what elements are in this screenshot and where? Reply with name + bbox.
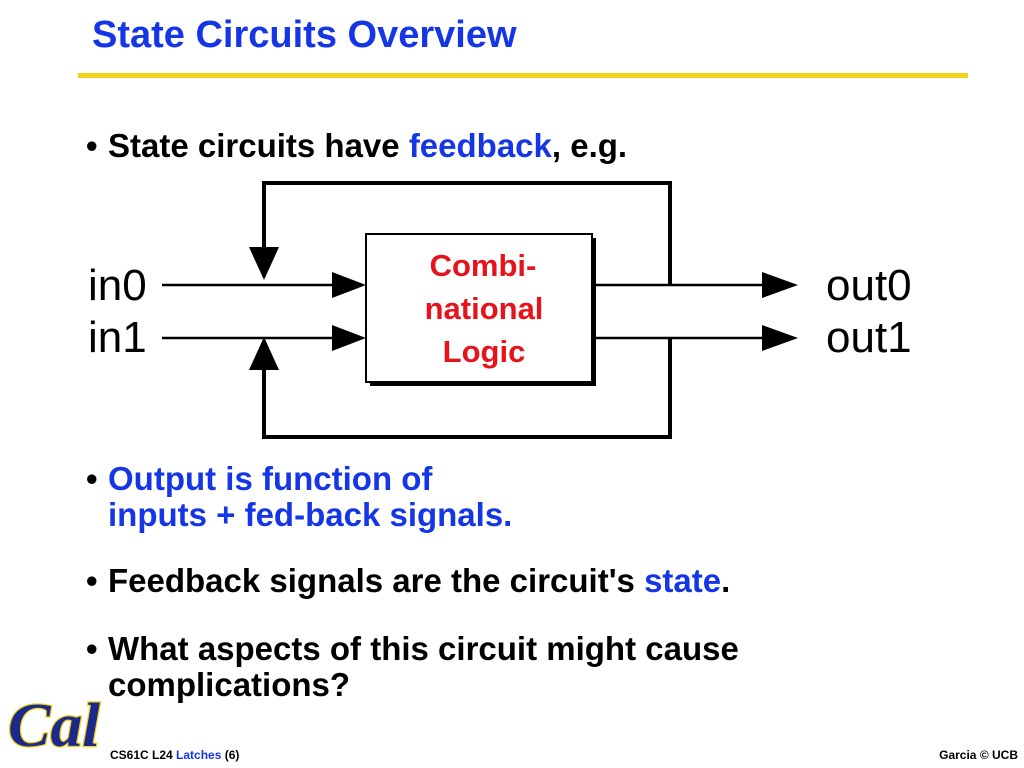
- keyword-feedback: feedback: [408, 127, 552, 164]
- input-arrow-in1-icon: [332, 325, 366, 351]
- title-underline: [78, 73, 968, 78]
- output-arrow-out0-icon: [762, 272, 798, 298]
- bullet-text-line-1: What aspects of this circuit might cause: [108, 630, 739, 667]
- output-arrow-out1-icon: [762, 325, 798, 351]
- logic-block-label-1: Combi-: [430, 248, 537, 283]
- bullet-marker: •: [86, 562, 98, 599]
- bullet-text: State circuits have feedback, e.g.: [108, 127, 628, 164]
- bullet-marker: •: [86, 460, 98, 497]
- cal-logo: Cal: [7, 691, 102, 756]
- logic-block-label-3: Logic: [443, 334, 526, 369]
- bullet-marker: •: [86, 630, 98, 667]
- bullet-text-line-1: Output is function of: [108, 460, 433, 497]
- slide-title: State Circuits Overview: [92, 14, 517, 56]
- output-label-out0: out0: [826, 261, 912, 310]
- footer-topic: Latches: [176, 748, 222, 762]
- input-label-in0: in0: [88, 261, 147, 310]
- bullet-text: Feedback signals are the circuit's state…: [108, 562, 731, 599]
- input-arrow-in0-icon: [332, 272, 366, 298]
- feedback-arrow-up-icon: [249, 337, 279, 370]
- logic-block: [365, 233, 593, 383]
- footer-copyright: Garcia © UCB: [939, 748, 1018, 762]
- feedback-loop-bottom: [262, 338, 672, 439]
- bullet-text-line-2: complications?: [108, 666, 351, 703]
- feedback-arrow-down-icon: [249, 247, 279, 280]
- keyword-state: state: [644, 562, 722, 599]
- output-label-out1: out1: [826, 313, 912, 362]
- input-label-in1: in1: [88, 313, 147, 362]
- bullet-text-line-2: inputs + fed-back signals.: [108, 496, 513, 533]
- footer-course: CS61C L24 Latches (6): [110, 748, 240, 762]
- cal-logo-text: Cal: [8, 692, 101, 756]
- bullet-marker: •: [86, 127, 98, 164]
- logic-block-label-2: national: [425, 291, 544, 326]
- feedback-loop-top: [262, 181, 672, 285]
